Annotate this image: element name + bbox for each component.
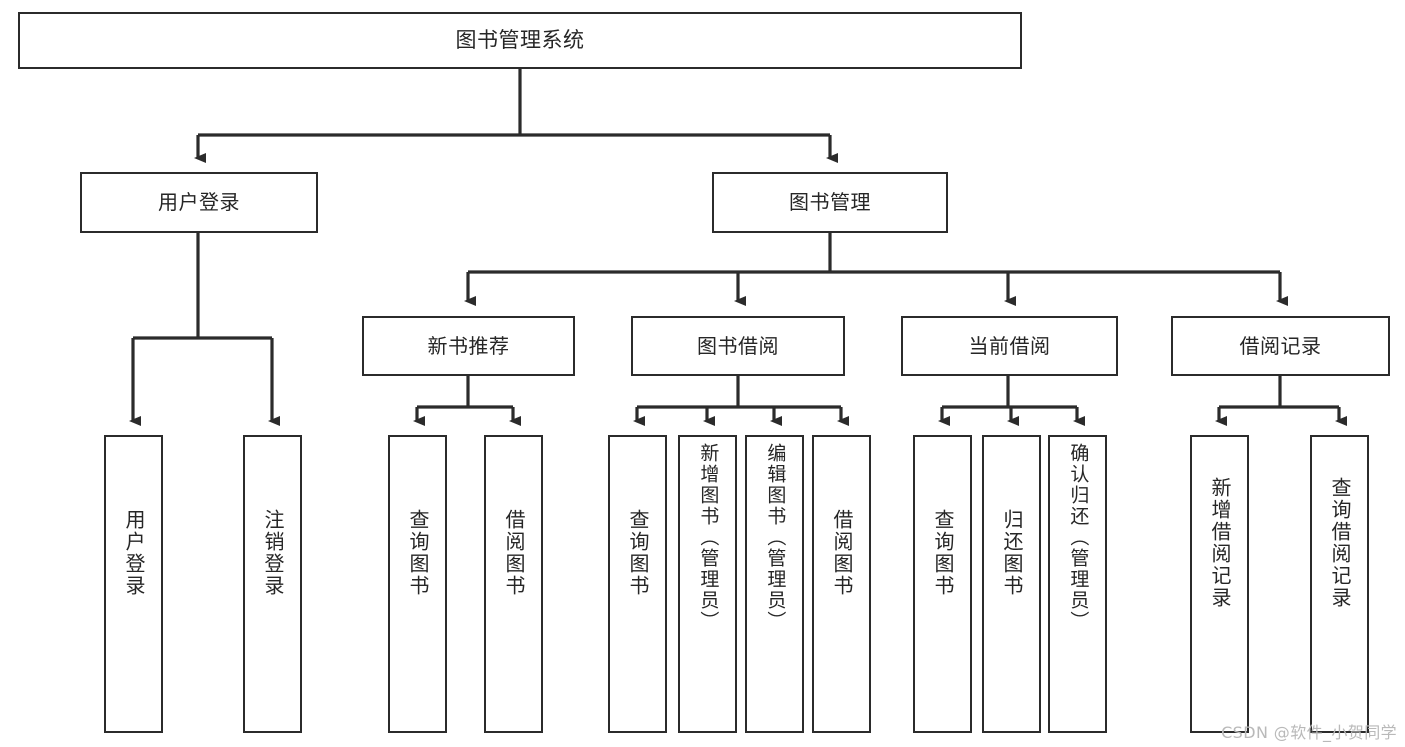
node-label: 当前借阅 [968, 333, 1051, 358]
node-user-login[interactable]: 用户登录 [80, 172, 318, 233]
node-label: 新增借阅记录 [1208, 477, 1232, 609]
leaf-query-book-recommend[interactable]: 查询图书 [388, 435, 447, 733]
leaf-borrow-book-recommend[interactable]: 借阅图书 [484, 435, 543, 733]
node-label: 查询借阅记录 [1328, 477, 1352, 609]
node-label: 新增图书（管理员） [697, 443, 720, 632]
csdn-watermark: CSDN @软件_小贺同学 [1221, 723, 1397, 742]
leaf-return-book[interactable]: 归还图书 [982, 435, 1041, 733]
node-label: 确认归还（管理员） [1067, 443, 1090, 632]
node-book-manage[interactable]: 图书管理 [712, 172, 948, 233]
node-current-borrow[interactable]: 当前借阅 [901, 316, 1118, 376]
leaf-confirm-return[interactable]: 确认归还（管理员） [1048, 435, 1107, 733]
node-label: 新书推荐 [427, 333, 510, 358]
leaf-query-book-current[interactable]: 查询图书 [913, 435, 972, 733]
node-root-system[interactable]: 图书管理系统 [18, 12, 1022, 69]
node-label: 图书管理 [789, 190, 871, 214]
node-book-borrow[interactable]: 图书借阅 [631, 316, 845, 376]
node-new-book-recommend[interactable]: 新书推荐 [362, 316, 575, 376]
leaf-query-borrow-record[interactable]: 查询借阅记录 [1310, 435, 1369, 733]
node-label: 借阅图书 [502, 509, 526, 597]
node-borrow-record[interactable]: 借阅记录 [1171, 316, 1390, 376]
leaf-edit-book[interactable]: 编辑图书（管理员） [745, 435, 804, 733]
leaf-logout-login[interactable]: 注销登录 [243, 435, 302, 733]
node-label: 图书借阅 [697, 333, 779, 358]
node-label: 编辑图书（管理员） [764, 443, 787, 632]
node-label: 查询图书 [931, 509, 955, 597]
node-label: 查询图书 [406, 509, 430, 597]
leaf-borrow-book-borrow[interactable]: 借阅图书 [812, 435, 871, 733]
leaf-add-book[interactable]: 新增图书（管理员） [678, 435, 737, 733]
leaf-query-book-borrow[interactable]: 查询图书 [608, 435, 667, 733]
node-label: 借阅图书 [830, 509, 854, 597]
leaf-user-login[interactable]: 用户登录 [104, 435, 163, 733]
node-label: 图书管理系统 [455, 28, 585, 53]
node-label: 归还图书 [1000, 509, 1024, 597]
node-label: 注销登录 [261, 509, 285, 597]
node-label: 借阅记录 [1239, 333, 1322, 358]
node-label: 用户登录 [122, 509, 146, 597]
leaf-add-borrow-record[interactable]: 新增借阅记录 [1190, 435, 1249, 733]
node-label: 用户登录 [158, 190, 240, 214]
node-label: 查询图书 [626, 509, 650, 597]
